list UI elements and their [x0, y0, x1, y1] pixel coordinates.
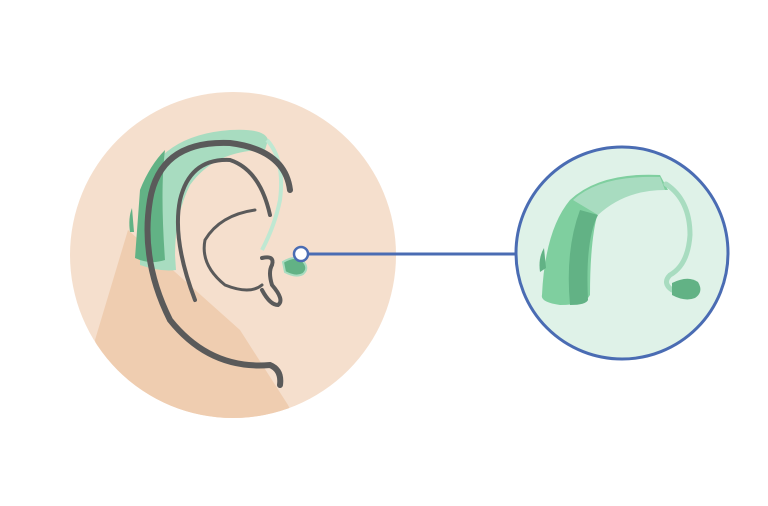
- marker-dot-icon: [292, 245, 310, 263]
- ear-view-circle: [70, 92, 396, 418]
- ear-outline-icon: [144, 139, 293, 388]
- hearing-aid-detail-circle: [514, 145, 730, 361]
- connector: [292, 245, 516, 263]
